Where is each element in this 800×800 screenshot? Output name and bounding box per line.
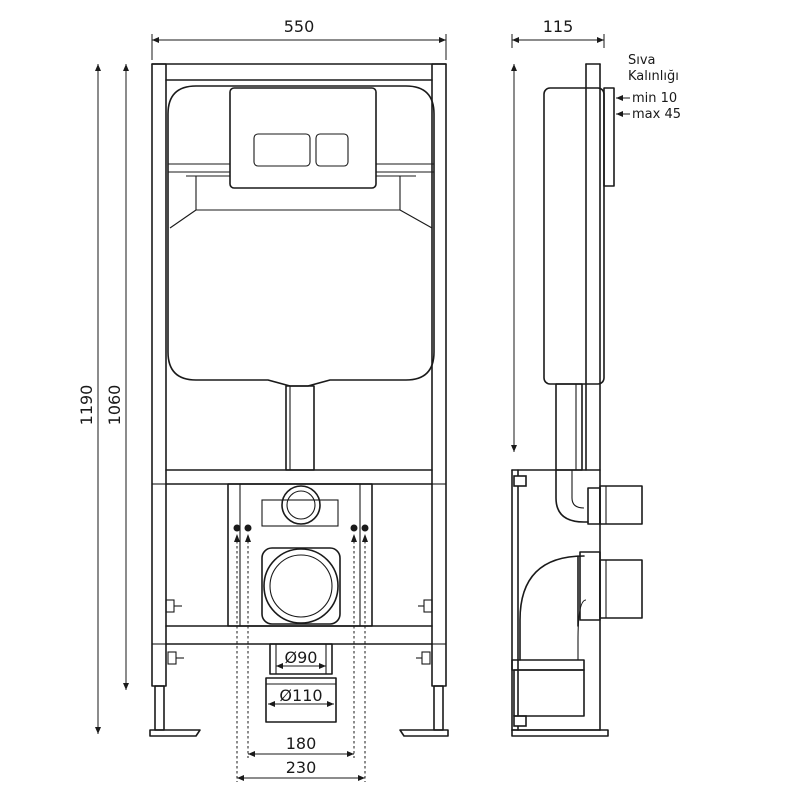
- plaster-label-line2: Kalınlığı: [628, 69, 679, 84]
- front-view: [149, 63, 449, 737]
- outlet-connector: [599, 559, 643, 619]
- right-leg: [433, 685, 444, 731]
- left-frame-post: [151, 63, 167, 687]
- bolt-dot: [244, 524, 252, 532]
- dim-depth-side: 115: [543, 17, 574, 36]
- cistern-side: [543, 87, 605, 385]
- bolt-dot: [233, 524, 241, 532]
- flush-plate-side: [603, 87, 615, 187]
- side-bolt-icons: [165, 599, 433, 665]
- side-foot: [511, 729, 609, 737]
- bolt-dot: [350, 524, 358, 532]
- dim-pipe-90: Ø90: [285, 648, 318, 667]
- dim-width-front: 550: [284, 17, 315, 36]
- inlet-elbow: [555, 469, 589, 523]
- dim-height-frame: 1060: [105, 385, 124, 426]
- side-view: [511, 63, 643, 737]
- bolt-dot: [361, 524, 369, 532]
- dim-bolt-inner: 180: [286, 734, 317, 753]
- left-leg: [154, 685, 165, 731]
- dim-pipe-110: Ø110: [279, 686, 322, 705]
- right-foot: [399, 729, 449, 737]
- outlet-pipe: [263, 548, 339, 624]
- plaster-max: max 45: [632, 107, 681, 122]
- front-dimensions: 550 1190 1060 180 230 Ø90 Ø110: [77, 17, 447, 782]
- left-foot: [149, 729, 201, 737]
- inlet-connector: [599, 485, 643, 525]
- side-dimensions: 115 Sıva Kalınlığı min 10 max 45: [511, 17, 681, 452]
- plaster-min: min 10: [632, 91, 677, 106]
- outlet-elbow: [519, 555, 585, 661]
- inlet-pipe: [281, 485, 321, 525]
- flush-button-small-icon: [315, 133, 349, 167]
- dim-bolt-outer: 230: [286, 758, 317, 777]
- flush-plate: [229, 87, 377, 189]
- flush-pipe-side: [555, 383, 583, 471]
- pipe-connector-110: [265, 677, 337, 723]
- pipe-connector-90: [269, 643, 333, 675]
- plaster-label-line1: Sıva: [628, 53, 656, 68]
- dim-height-total: 1190: [77, 385, 96, 426]
- flush-button-large-icon: [253, 133, 311, 167]
